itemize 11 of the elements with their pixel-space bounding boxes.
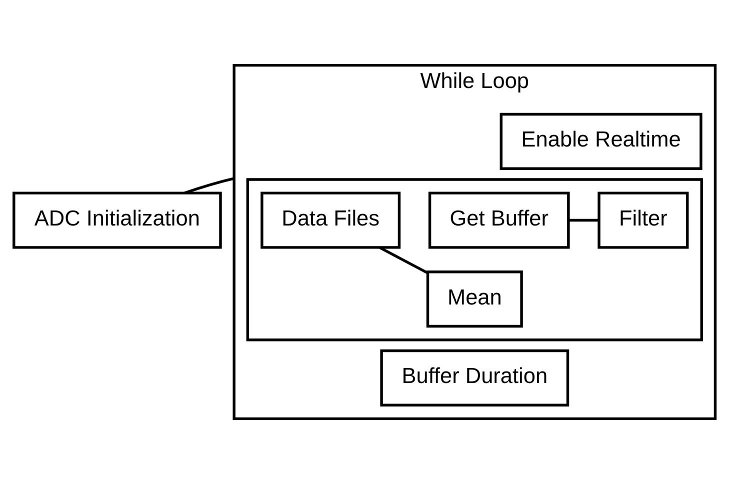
node-box: Data Files xyxy=(260,191,401,248)
connector xyxy=(379,246,428,274)
node-box: Enable Realtime xyxy=(500,112,702,170)
node-box: Buffer Duration xyxy=(380,348,570,406)
node-box: Mean xyxy=(426,270,523,328)
cluster xyxy=(246,178,703,341)
node-box: Filter xyxy=(598,191,689,248)
connector xyxy=(568,218,598,222)
connector xyxy=(184,176,234,194)
node-box: ADC Initialization xyxy=(12,191,222,248)
node-box: Get Buffer xyxy=(428,191,570,248)
